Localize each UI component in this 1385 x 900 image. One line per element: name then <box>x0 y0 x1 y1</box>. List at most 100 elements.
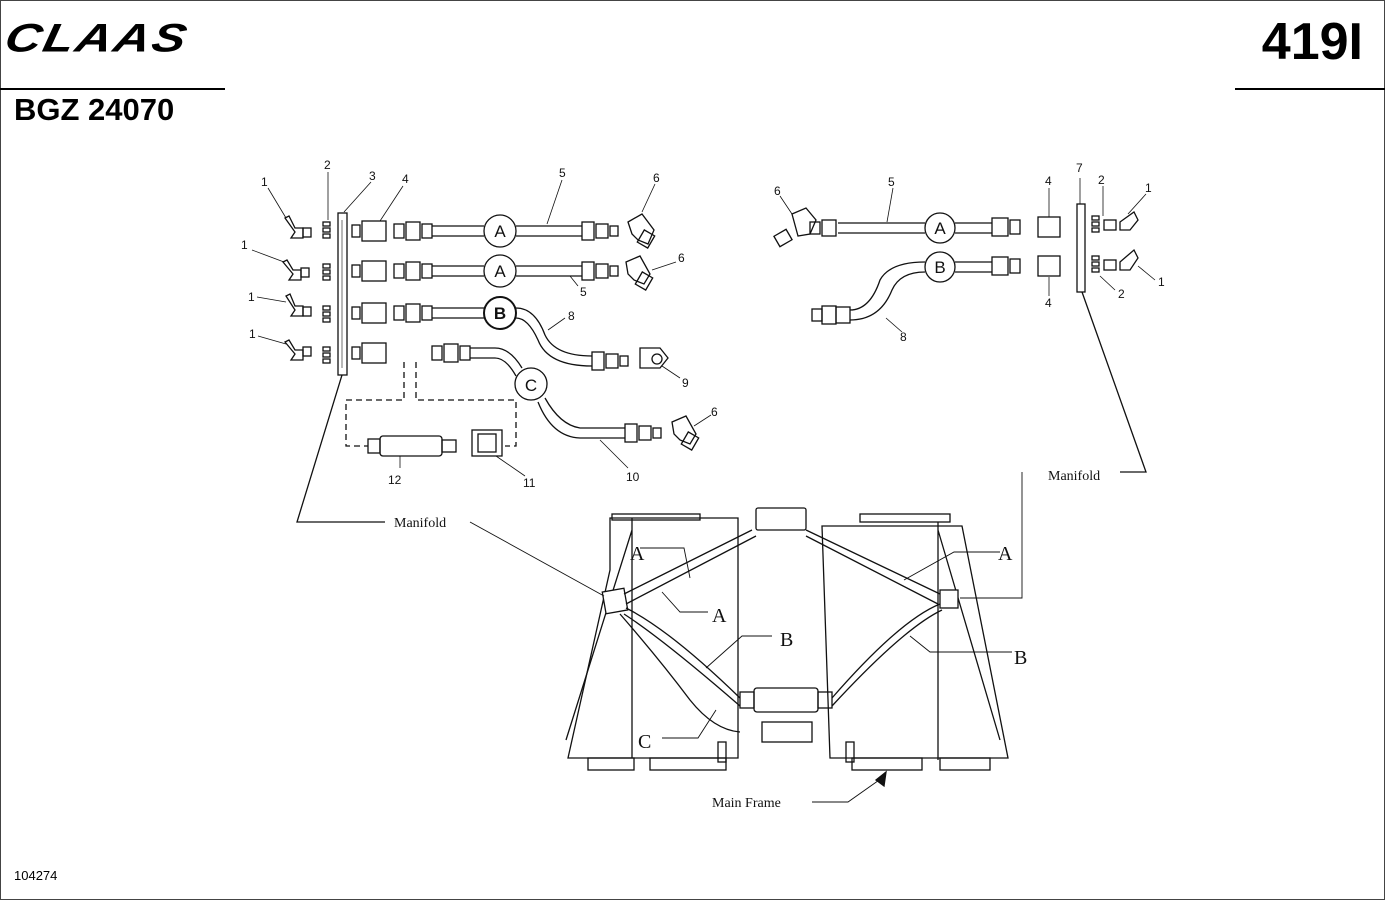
hose-marker-b: B <box>934 258 945 277</box>
hose-8-right <box>849 261 992 321</box>
callout-2: 2 <box>1118 287 1125 301</box>
hose-marker-group-right: A B <box>924 212 956 283</box>
hose-10-left <box>470 347 625 439</box>
page-number: 419I <box>1261 13 1363 71</box>
callout-2: 2 <box>324 158 331 172</box>
callout-9: 9 <box>682 376 689 390</box>
route-hose-a-left <box>623 529 757 605</box>
hose-8-left <box>432 307 593 367</box>
frame-manifold-left <box>601 587 629 615</box>
callout-3: 3 <box>369 169 376 183</box>
route-label-c: C <box>638 731 651 753</box>
manifold-label-left: Manifold <box>394 516 446 531</box>
callout-8: 8 <box>568 309 575 323</box>
route-hose-a-right <box>805 529 941 605</box>
manifold-leader-left <box>296 374 385 523</box>
route-label-a: A <box>712 605 727 627</box>
manifold-bar-left <box>337 212 348 376</box>
frame-hose-letters: A A A B B C <box>630 543 1027 753</box>
optional-branch-outline <box>345 362 517 447</box>
callout-7: 7 <box>1076 161 1083 175</box>
figure-id: 104274 <box>14 868 58 883</box>
hose-5-right <box>838 222 992 234</box>
callout-1: 1 <box>241 238 248 252</box>
hose-marker-a-circle <box>483 254 517 288</box>
callout-2: 2 <box>1098 173 1105 187</box>
hose-marker-a: A <box>494 222 506 241</box>
manifold-leader-bottom-right <box>960 472 1023 599</box>
route-label-a: A <box>630 543 645 565</box>
callout-1: 1 <box>249 327 256 341</box>
main-frame-label: Main Frame <box>712 796 781 811</box>
callout-leaders-left <box>251 172 712 477</box>
main-frame-assembly <box>469 472 1023 803</box>
callout-6: 6 <box>678 251 685 265</box>
hose-marker-c-circle <box>514 367 548 401</box>
o-ring-column-left <box>322 221 331 364</box>
callout-6: 6 <box>653 171 660 185</box>
callout-5: 5 <box>580 285 587 299</box>
hose-marker-a: A <box>494 262 506 281</box>
adapter-right <box>1037 255 1061 277</box>
route-hose-b-right <box>831 603 943 707</box>
callout-6: 6 <box>711 405 718 419</box>
route-hose-b-left <box>623 607 741 707</box>
hose-marker-b: B <box>494 304 506 323</box>
callout-12: 12 <box>388 473 402 487</box>
hose-marker-b-circle <box>924 251 956 283</box>
callout-5: 5 <box>888 175 895 189</box>
callout-4: 4 <box>1045 174 1052 188</box>
right-assembly <box>773 203 1147 473</box>
adapter-right <box>1037 216 1061 238</box>
hose-marker-group-left: A A B C <box>483 214 548 401</box>
left-assembly <box>281 212 700 523</box>
main-frame-leader <box>812 777 883 803</box>
frame-manifold-right <box>939 589 959 609</box>
callout-numbers-left: 1 1 1 1 2 3 4 5 5 6 6 6 8 9 10 11 12 <box>241 158 718 490</box>
top-cross-block <box>755 507 807 531</box>
header-rule-right <box>1235 88 1385 90</box>
hose-marker-b-circle <box>483 296 517 330</box>
hose-marker-a: A <box>934 219 946 238</box>
hose-marker-c: C <box>525 376 537 395</box>
hose-5-second <box>432 265 582 277</box>
lower-cross-block <box>761 721 813 743</box>
route-label-b: B <box>780 629 793 651</box>
hose-marker-a-circle <box>924 212 956 244</box>
header-rule-left <box>0 88 225 90</box>
center-accumulator <box>753 687 819 713</box>
inline-filter-12 <box>379 435 443 457</box>
callout-4: 4 <box>402 172 409 186</box>
callout-4: 4 <box>1045 296 1052 310</box>
route-label-a: A <box>998 543 1013 565</box>
manifold-bar-right <box>1076 203 1086 293</box>
check-valve-11 <box>471 429 503 457</box>
document-code: BGZ 24070 <box>14 92 175 127</box>
far-fittings-left <box>581 221 662 443</box>
frame-right <box>821 525 1009 759</box>
elbow-fittings-left <box>281 215 312 361</box>
manifold-leader-bottom-left <box>469 521 605 597</box>
callout-5: 5 <box>559 166 566 180</box>
manifold-leader-right <box>1081 291 1147 473</box>
callout-8: 8 <box>900 330 907 344</box>
assembly-labels: Manifold Manifold Main Frame <box>394 469 1100 811</box>
hose-end-fittings-left <box>393 221 471 363</box>
route-hose-c <box>619 613 741 733</box>
hose-5-top <box>432 225 582 237</box>
callout-leaders-right <box>779 178 1156 333</box>
callout-1: 1 <box>261 175 268 189</box>
callout-10: 10 <box>626 470 640 484</box>
callout-numbers-right: 6 5 4 7 2 1 1 2 4 8 <box>774 161 1165 344</box>
callout-1: 1 <box>1158 275 1165 289</box>
callout-1: 1 <box>1145 181 1152 195</box>
route-label-b: B <box>1014 647 1027 669</box>
callout-1: 1 <box>248 290 255 304</box>
swivel-elbows-left <box>625 213 700 451</box>
adapters-left <box>351 220 387 364</box>
hose-marker-a-circle <box>483 214 517 248</box>
manifold-label-right: Manifold <box>1048 469 1100 484</box>
callout-6: 6 <box>774 184 781 198</box>
callout-11: 11 <box>523 476 536 490</box>
